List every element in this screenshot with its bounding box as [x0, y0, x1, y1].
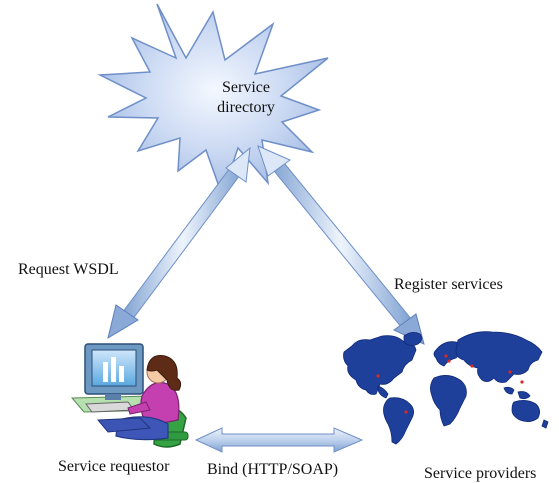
- requestor-label: Service requestor: [58, 458, 170, 475]
- person-at-computer-icon: [70, 343, 189, 448]
- provider-location-markers: [376, 354, 524, 414]
- world-map-icon: [343, 331, 549, 445]
- providers-label: Service providers: [424, 465, 536, 482]
- bind-label: Bind (HTTP/SOAP): [207, 461, 338, 478]
- service-requestor-node: Service requestor: [58, 343, 189, 475]
- request-wsdl-label: Request WSDL: [18, 261, 119, 278]
- request-wsdl-arrow: [107, 146, 251, 340]
- starburst-shape: [97, 3, 329, 198]
- directory-label-line1: Service: [222, 79, 270, 96]
- directory-label-line2: directory: [217, 99, 275, 116]
- service-directory-node: Service directory: [97, 3, 329, 198]
- register-services-label: Register services: [394, 276, 503, 293]
- register-services-arrow: [257, 145, 425, 345]
- service-providers-node: Service providers: [343, 331, 549, 482]
- bind-arrow: [194, 427, 364, 453]
